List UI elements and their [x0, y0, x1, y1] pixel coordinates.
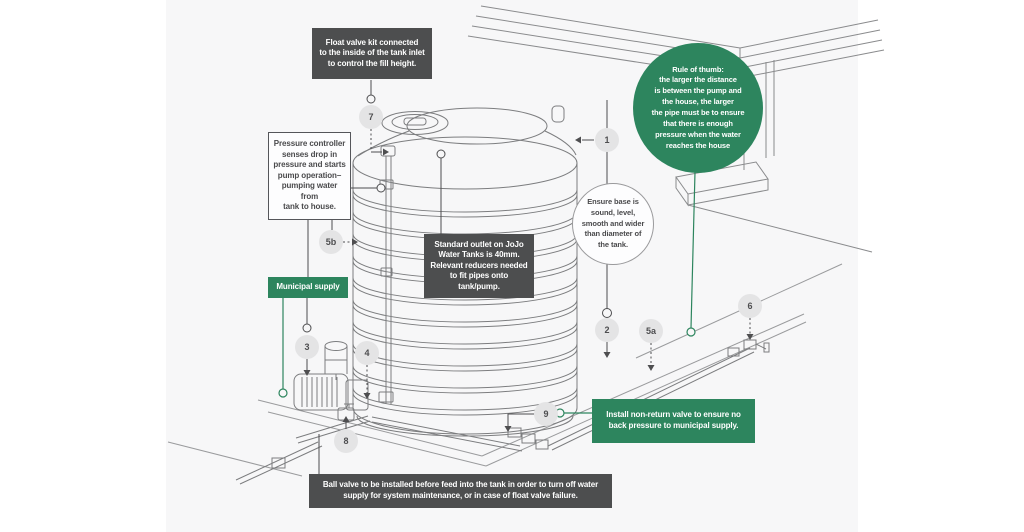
marker-2: 2: [595, 318, 619, 342]
marker-7: 7: [359, 105, 383, 129]
marker-5b: 5b: [319, 230, 343, 254]
marker-5a: 5a: [639, 319, 663, 343]
green-leader-lines: [282, 171, 696, 414]
pressure-controller-callout: Pressure controller senses drop in press…: [268, 132, 351, 220]
marker-3: 3: [295, 335, 319, 359]
rule-of-thumb-callout: Rule of thumb: the larger the distance i…: [633, 43, 763, 173]
marker-6: 6: [738, 294, 762, 318]
base-requirement-callout: Ensure base is sound, level, smooth and …: [572, 183, 654, 265]
float-valve-callout: Float valve kit connected to the inside …: [312, 28, 432, 79]
non-return-valve-callout: Install non-return valve to ensure no ba…: [592, 399, 755, 443]
marker-4: 4: [355, 341, 379, 365]
pump-and-pipes-drawing: [235, 339, 770, 485]
marker-8: 8: [334, 429, 358, 453]
green-leader-rings: [278, 327, 696, 418]
marker-1: 1: [595, 128, 619, 152]
leader-rings: [302, 94, 612, 333]
standard-outlet-callout: Standard outlet on JoJo Water Tanks is 4…: [424, 234, 534, 298]
ball-valve-callout: Ball valve to be installed before feed i…: [309, 474, 612, 508]
marker-9: 9: [534, 402, 558, 426]
municipal-supply-label: Municipal supply: [268, 277, 348, 298]
leader-arrowheads: [303, 136, 754, 432]
